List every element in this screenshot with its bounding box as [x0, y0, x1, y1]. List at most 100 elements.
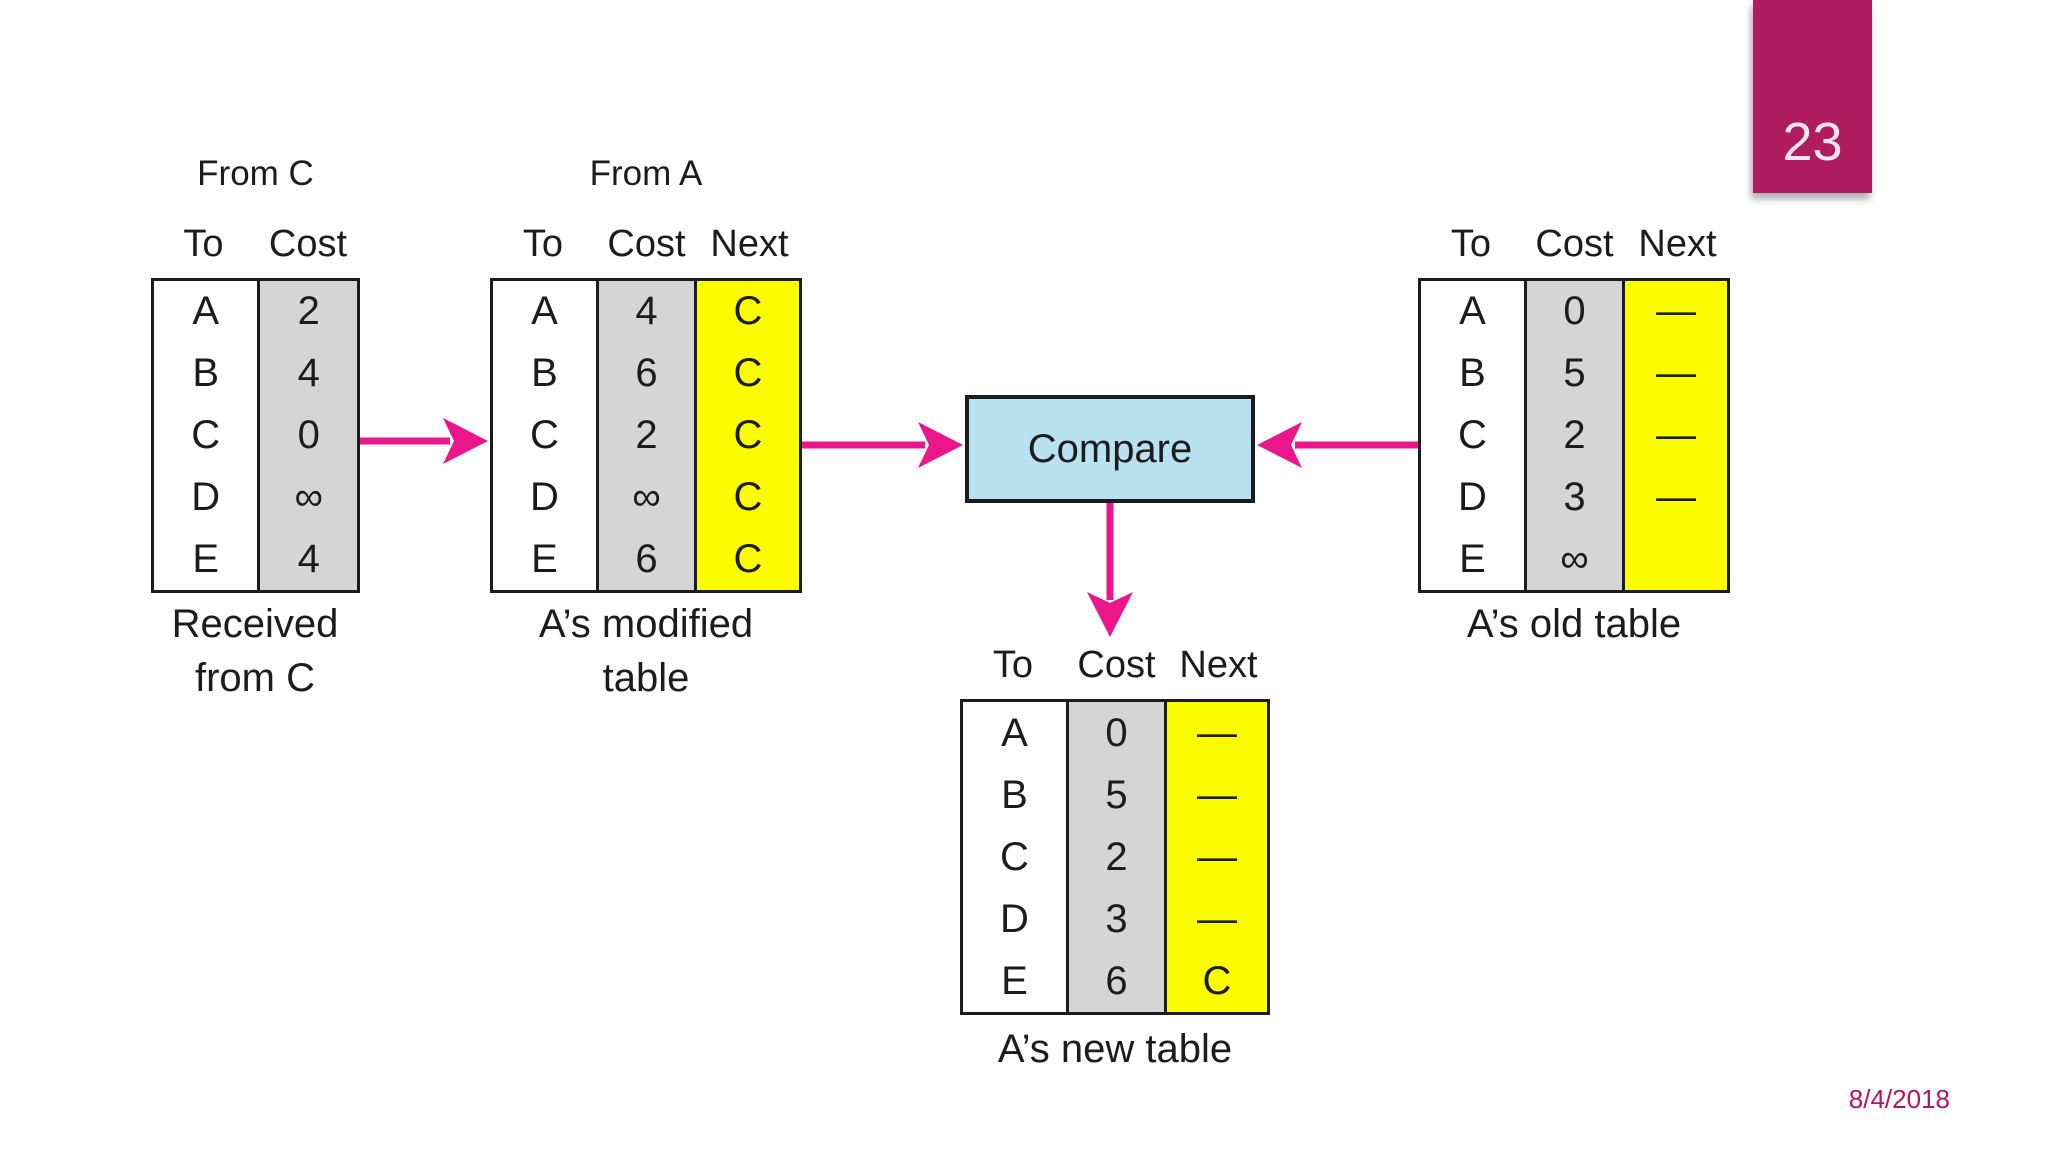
column-header-cost: Cost — [1077, 644, 1156, 686]
next-cell: — — [1656, 289, 1696, 334]
arrow-old-to-compare — [1257, 422, 1418, 468]
to-cell: D — [1000, 896, 1029, 941]
column-header-cost: Cost — [1535, 223, 1614, 265]
to-cell: B — [531, 351, 558, 396]
cost-cell: 4 — [297, 536, 320, 581]
column-header-to: To — [992, 644, 1034, 686]
to-cell: D — [1458, 474, 1487, 519]
cost-cell: 5 — [1105, 772, 1128, 817]
next-cell: — — [1656, 474, 1696, 519]
next-cell — [1625, 528, 1727, 590]
received-table-caption: Received from C — [95, 597, 415, 705]
page-number: 23 — [1782, 112, 1843, 172]
cost-cell: 2 — [635, 412, 658, 457]
cost-cell: 3 — [1105, 896, 1128, 941]
next-cell: C — [733, 289, 763, 334]
arrow-modified-to-compare — [802, 422, 963, 468]
slide-date: 8/4/2018 — [1848, 1084, 1950, 1114]
to-cell: C — [530, 412, 559, 457]
caption-line: A’s old table — [1466, 602, 1682, 646]
received-table-title: From C — [197, 154, 314, 193]
cost-cell: 0 — [297, 412, 320, 457]
cost-cell: 6 — [1105, 958, 1128, 1003]
caption-line: from C — [195, 656, 315, 700]
column-header-to: To — [183, 223, 224, 265]
cost-cell: 0 — [1105, 710, 1128, 755]
column-header-to: To — [1450, 223, 1492, 265]
to-cell: E — [192, 536, 220, 581]
cost-cell: ∞ — [1560, 536, 1589, 581]
to-cell: A — [1001, 710, 1028, 755]
column-header-to: To — [522, 223, 564, 265]
column-header-next: Next — [1638, 223, 1717, 265]
to-cell: D — [191, 474, 221, 519]
new-table-headers: To Cost Next — [960, 643, 1270, 687]
to-cell: A — [192, 289, 220, 334]
to-cell: A — [1459, 289, 1486, 334]
to-cell: B — [1459, 351, 1486, 396]
next-cell: — — [1197, 772, 1237, 817]
cost-cell: 4 — [635, 289, 658, 334]
next-cell: — — [1197, 834, 1237, 879]
next-cell: C — [733, 474, 763, 519]
column-header-next: Next — [1179, 644, 1258, 686]
to-cell: D — [530, 474, 559, 519]
cost-cell: 5 — [1563, 351, 1586, 396]
compare-box: Compare — [965, 395, 1255, 503]
next-cell: — — [1197, 896, 1237, 941]
to-cell: B — [1001, 772, 1028, 817]
next-column: C C C C C — [694, 281, 799, 590]
to-cell: A — [531, 289, 558, 334]
next-cell: — — [1656, 412, 1696, 457]
cost-cell: 3 — [1563, 474, 1586, 519]
cost-column: 2 4 0 ∞ 4 — [257, 281, 357, 590]
next-cell: C — [733, 351, 763, 396]
cost-cell: 4 — [297, 351, 320, 396]
cost-cell: 2 — [1563, 412, 1586, 457]
to-cell: C — [1000, 834, 1029, 879]
old-table: A B C D E 0 5 2 3 ∞ — — — — — [1418, 278, 1730, 593]
modified-table-title: From A — [589, 154, 703, 193]
new-table-caption: A’s new table — [955, 1022, 1275, 1076]
next-cell: — — [1656, 351, 1696, 396]
column-header-cost: Cost — [607, 223, 686, 265]
caption-line: A’s modified — [538, 602, 754, 646]
received-table: A B C D E 2 4 0 ∞ 4 — [151, 278, 360, 593]
caption-line: Received — [171, 602, 339, 646]
to-cell: C — [191, 412, 221, 457]
column-header-next: Next — [710, 223, 789, 265]
arrow-received-to-modified — [360, 418, 488, 464]
next-cell: C — [1202, 958, 1232, 1003]
next-cell: C — [733, 412, 763, 457]
received-table-headers: To Cost — [151, 222, 360, 266]
cost-cell: 2 — [1105, 834, 1128, 879]
compare-label: Compare — [1027, 426, 1193, 471]
to-cell: B — [192, 351, 220, 396]
to-column: A B C D E — [963, 702, 1066, 1012]
column-header-cost: Cost — [268, 223, 348, 265]
next-cell: — — [1197, 710, 1237, 755]
old-table-headers: To Cost Next — [1418, 222, 1730, 266]
next-cell: C — [733, 536, 763, 581]
caption-line: A’s new table — [997, 1027, 1233, 1071]
page-number-badge: 23 — [1753, 0, 1872, 193]
to-cell: C — [1458, 412, 1487, 457]
cost-cell: ∞ — [632, 474, 661, 519]
cost-cell: 6 — [635, 351, 658, 396]
to-column: A B C D E — [154, 281, 257, 590]
cost-cell: 6 — [635, 536, 658, 581]
cost-cell: 0 — [1563, 289, 1586, 334]
modified-table-caption: A’s modified table — [486, 597, 806, 705]
cost-column: 0 5 2 3 ∞ — [1524, 281, 1622, 590]
to-cell: E — [531, 536, 558, 581]
to-column: A B C D E — [493, 281, 596, 590]
arrow-compare-to-new — [1087, 503, 1133, 637]
new-table: A B C D E 0 5 2 3 6 — — — — C — [960, 699, 1270, 1015]
cost-column: 0 5 2 3 6 — [1066, 702, 1164, 1012]
to-cell: E — [1001, 958, 1028, 1003]
cost-cell: 2 — [297, 289, 320, 334]
caption-line: table — [602, 656, 690, 700]
old-table-caption: A’s old table — [1414, 597, 1734, 651]
next-column: — — — — C — [1164, 702, 1267, 1012]
